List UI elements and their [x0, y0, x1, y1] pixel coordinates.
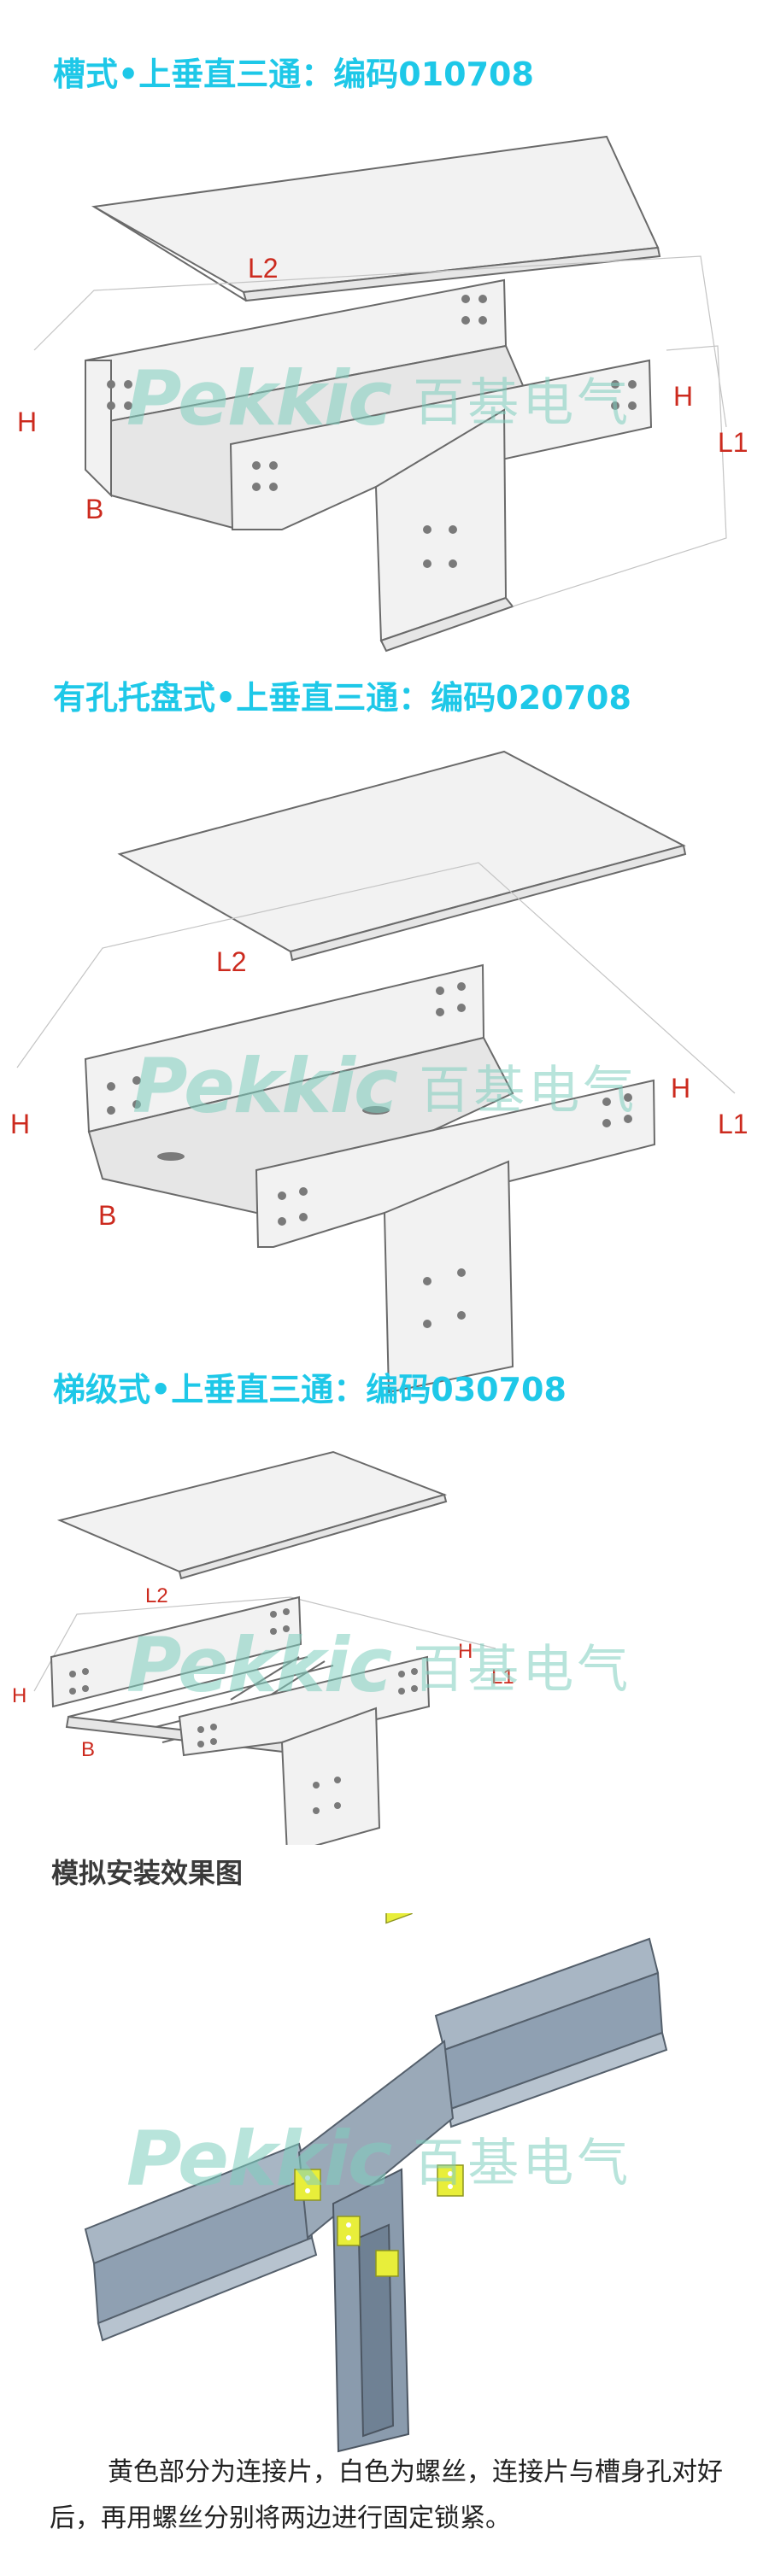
- s1-dim-h-left: H: [17, 407, 38, 437]
- s3-dim-h-right: H: [458, 1640, 473, 1663]
- s1-dim-h-right: H: [673, 381, 694, 412]
- s3-dim-b: B: [81, 1738, 96, 1761]
- section-2-drawing: [16, 750, 736, 1394]
- s1-dim-l1: L1: [718, 427, 748, 458]
- s2-dim-b: B: [98, 1200, 117, 1231]
- install-caption: 黄色部分为连接片，白色为螺丝，连接片与槽身孔对好后，再用螺丝分别将两边进行固定锁…: [50, 2457, 723, 2533]
- s1-dim-b: B: [85, 494, 104, 524]
- s3-dim-h-left: H: [12, 1684, 27, 1707]
- install-title: 模拟安装效果图: [51, 1857, 244, 1889]
- section-3-title: 梯级式•上垂直三通：编码030708: [53, 1371, 566, 1408]
- install-drawing: [84, 1913, 668, 2453]
- section-2-title: 有孔托盘式•上垂直三通：编码020708: [53, 679, 631, 717]
- s1-dim-l2: L2: [248, 253, 279, 284]
- section-1-title: 槽式•上垂直三通：编码010708: [53, 56, 534, 93]
- section-3-drawing: [33, 1450, 496, 1845]
- s3-dim-l2: L2: [145, 1584, 168, 1607]
- section-1-drawing: [33, 135, 727, 653]
- s3-dim-l1: L1: [491, 1666, 514, 1689]
- s2-dim-h-right: H: [671, 1073, 691, 1104]
- s2-dim-h-left: H: [10, 1109, 31, 1139]
- s2-dim-l1: L1: [718, 1109, 748, 1139]
- s2-dim-l2: L2: [216, 946, 247, 977]
